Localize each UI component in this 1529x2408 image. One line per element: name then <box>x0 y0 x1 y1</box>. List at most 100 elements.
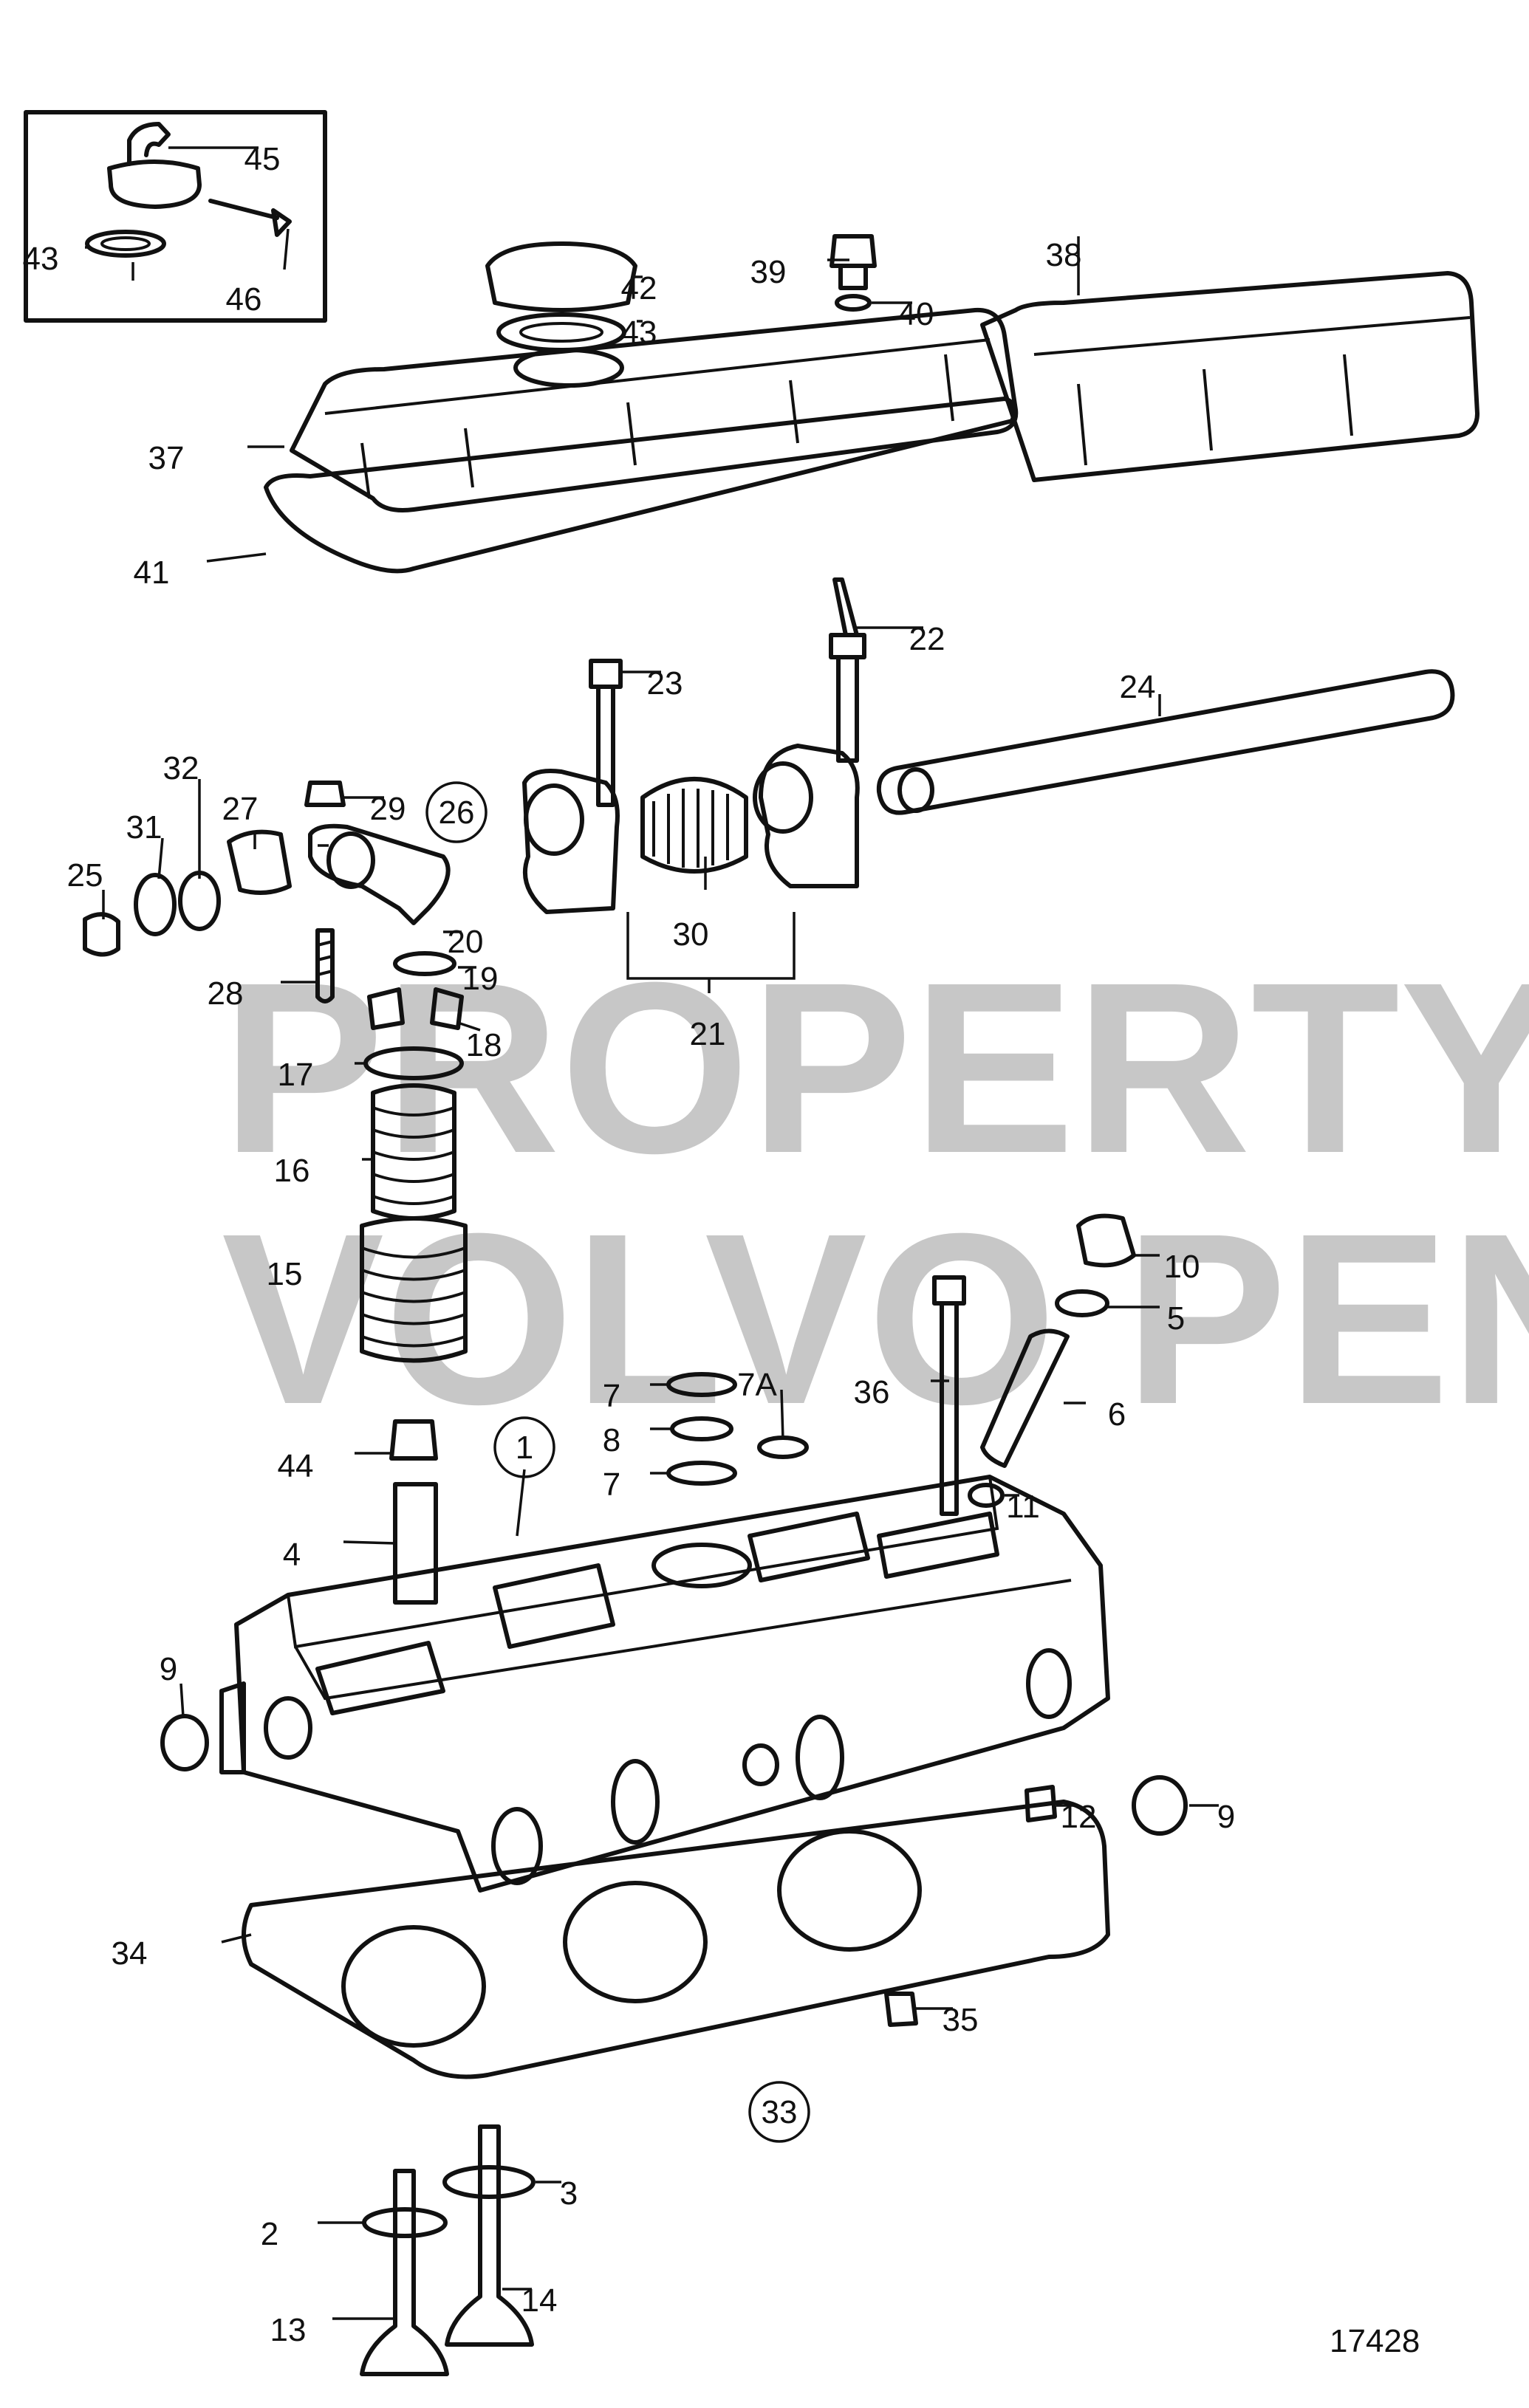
callout-29: 29 <box>370 791 406 827</box>
callout-circle-26 <box>425 781 488 843</box>
callout-32: 32 <box>163 750 199 786</box>
callout-6: 6 <box>1108 1396 1126 1433</box>
callout-44: 44 <box>278 1448 314 1484</box>
callout-18: 18 <box>466 1027 502 1063</box>
core-plug-left <box>160 1714 209 1771</box>
callout-36: 36 <box>854 1374 890 1410</box>
callout-43b: 43 <box>621 315 657 351</box>
oil-filler-cap <box>485 241 637 312</box>
callout-9b: 9 <box>1217 1799 1235 1835</box>
callout-35: 35 <box>943 2002 979 2038</box>
rocker-bracket-right <box>759 744 860 888</box>
callout-20: 20 <box>448 924 484 960</box>
callout-25: 25 <box>67 857 103 893</box>
bore-2 <box>563 1881 708 2003</box>
callout-28: 28 <box>208 975 244 1012</box>
callout-31: 31 <box>126 809 163 845</box>
callout-4: 4 <box>283 1537 301 1573</box>
vent-nipple <box>830 234 877 290</box>
bore-3 <box>777 1829 922 1952</box>
filler-cap-body <box>107 159 202 209</box>
valve-guide <box>393 1482 438 1605</box>
valve-seat-ring-right <box>442 2165 536 2199</box>
inset-screw <box>208 199 292 237</box>
inset-frame <box>24 110 327 323</box>
rocker-shaft <box>876 669 1455 815</box>
callout-45: 45 <box>244 141 281 177</box>
callout-33: 33 <box>762 2094 798 2130</box>
rocker-arm <box>308 823 451 925</box>
inlet-valve <box>360 2169 449 2376</box>
rocker-washer <box>178 871 221 931</box>
callout-24: 24 <box>1120 669 1156 705</box>
core-hole-left <box>264 1696 312 1760</box>
inner-valve-spring <box>371 1083 456 1221</box>
injector-sleeve <box>980 1328 1070 1468</box>
callout-7a: 7 <box>603 1378 620 1414</box>
head-end-flange <box>219 1681 246 1774</box>
gasket-outline <box>242 1800 1110 2079</box>
port-3 <box>796 1715 844 1800</box>
callout-12: 12 <box>1061 1799 1097 1835</box>
callout-27: 27 <box>222 791 259 827</box>
plug-35 <box>884 1992 918 2027</box>
watermark-line-2: VOLVO PENTA <box>222 1182 1529 1455</box>
injector-seal <box>1055 1289 1109 1317</box>
rocker-arm-assembly <box>83 577 1455 1004</box>
valve-cover-rear <box>980 271 1480 482</box>
callout-42: 42 <box>621 270 657 306</box>
watermark-line-1: PROPERTY OF <box>222 931 1529 1204</box>
watermark: PROPERTY OF VOLVO PENTA <box>222 931 1529 1455</box>
callout-26: 26 <box>439 795 475 831</box>
callout-21: 21 <box>690 1016 726 1052</box>
callout-22: 22 <box>909 621 945 657</box>
callout-9a: 9 <box>160 1651 177 1687</box>
valve-spring-stack <box>360 951 468 1605</box>
callout-41: 41 <box>134 555 170 591</box>
callout-13: 13 <box>270 2312 307 2348</box>
cover-stud <box>829 577 866 763</box>
callout-46: 46 <box>226 281 262 318</box>
washer-lower <box>666 1461 737 1486</box>
callout-7A: 7A <box>737 1367 777 1403</box>
rocker-spring <box>640 777 748 874</box>
callout-7b: 7 <box>603 1467 620 1503</box>
callout-23: 23 <box>647 665 683 702</box>
outer-valve-spring <box>360 1216 468 1363</box>
inset-oil-filler-cap <box>24 110 327 323</box>
callout-8: 8 <box>603 1422 620 1458</box>
callout-10: 10 <box>1164 1249 1200 1285</box>
bracket-bolt <box>589 659 623 807</box>
cylinder-head-body <box>234 1475 1110 1893</box>
callout-37: 37 <box>148 440 185 476</box>
callout-5: 5 <box>1167 1300 1185 1337</box>
injector-washer <box>968 1483 1005 1508</box>
valves <box>360 2124 536 2376</box>
head-boss <box>493 1563 615 1649</box>
callout-17: 17 <box>278 1057 314 1093</box>
valve-seat-ring-left <box>362 2207 448 2238</box>
valve-stem-seal <box>389 1419 438 1461</box>
callout-circle-1 <box>493 1416 555 1478</box>
injector-parts <box>666 1213 1136 1516</box>
head-gasket <box>242 1800 1110 2079</box>
filler-cap-elbow <box>127 122 171 166</box>
core-plug-right <box>1132 1775 1188 1836</box>
adjusting-nut <box>304 781 346 807</box>
callout-circle-33 <box>748 2081 810 2143</box>
rocker-bushing <box>227 829 292 895</box>
valve-cover-assembly <box>264 234 1480 574</box>
callout-3: 3 <box>560 2175 578 2212</box>
callout-43a: 43 <box>23 241 59 277</box>
valve-cover-front <box>290 307 1019 512</box>
port-1 <box>491 1807 543 1885</box>
callout-34: 34 <box>112 1935 148 1972</box>
circlip <box>134 873 177 936</box>
callout-39: 39 <box>750 254 787 290</box>
callout-2: 2 <box>261 2216 278 2252</box>
port-rear <box>1026 1648 1072 1719</box>
filler-opening <box>513 348 624 388</box>
cylinder-head <box>160 1475 1188 1893</box>
drawing-number: 17428 <box>1330 2323 1420 2359</box>
